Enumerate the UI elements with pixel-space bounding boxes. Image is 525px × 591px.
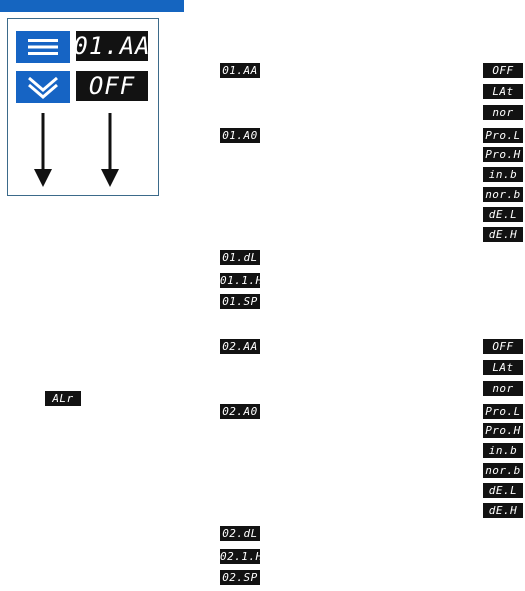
option-value: OFF bbox=[483, 63, 523, 78]
arrow-down-icon bbox=[34, 169, 52, 187]
option-value: nor.b bbox=[483, 187, 523, 202]
param-code: 02.AA bbox=[220, 339, 260, 354]
option-value: LAt bbox=[483, 84, 523, 99]
option-value: dE.H bbox=[483, 227, 523, 242]
option-value: dE.L bbox=[483, 207, 523, 222]
param-code: 01.dL bbox=[220, 250, 260, 265]
param-code: 02.A0 bbox=[220, 404, 260, 419]
option-value: nor.b bbox=[483, 463, 523, 478]
option-value: Pro.L bbox=[483, 128, 523, 143]
param-code: 01.A0 bbox=[220, 128, 260, 143]
option-value: nor bbox=[483, 381, 523, 396]
param-code: 02.dL bbox=[220, 526, 260, 541]
arrow-down-icon bbox=[101, 169, 119, 187]
param-code: 01.SP bbox=[220, 294, 260, 309]
option-value: Pro.H bbox=[483, 423, 523, 438]
menu-icon bbox=[16, 31, 70, 63]
bottom-display: OFF bbox=[76, 71, 148, 101]
down-button[interactable] bbox=[16, 71, 70, 103]
chevron-down-icon bbox=[16, 71, 70, 103]
flow-arrows bbox=[8, 107, 158, 195]
menu-label-display: ALr bbox=[45, 391, 81, 406]
option-value: dE.L bbox=[483, 483, 523, 498]
header-bar bbox=[0, 0, 184, 12]
option-value: in.b bbox=[483, 167, 523, 182]
controller-panel: 01.AA OFF bbox=[7, 18, 159, 196]
option-value: in.b bbox=[483, 443, 523, 458]
menu-button[interactable] bbox=[16, 31, 70, 63]
param-code: 01.1.H bbox=[220, 273, 260, 288]
option-value: dE.H bbox=[483, 503, 523, 518]
option-value: Pro.H bbox=[483, 147, 523, 162]
param-code: 02.1.H bbox=[220, 549, 260, 564]
param-code: 01.AA bbox=[220, 63, 260, 78]
top-display: 01.AA bbox=[76, 31, 148, 61]
param-code: 02.SP bbox=[220, 570, 260, 585]
option-value: nor bbox=[483, 105, 523, 120]
option-value: LAt bbox=[483, 360, 523, 375]
option-value: Pro.L bbox=[483, 404, 523, 419]
option-value: OFF bbox=[483, 339, 523, 354]
